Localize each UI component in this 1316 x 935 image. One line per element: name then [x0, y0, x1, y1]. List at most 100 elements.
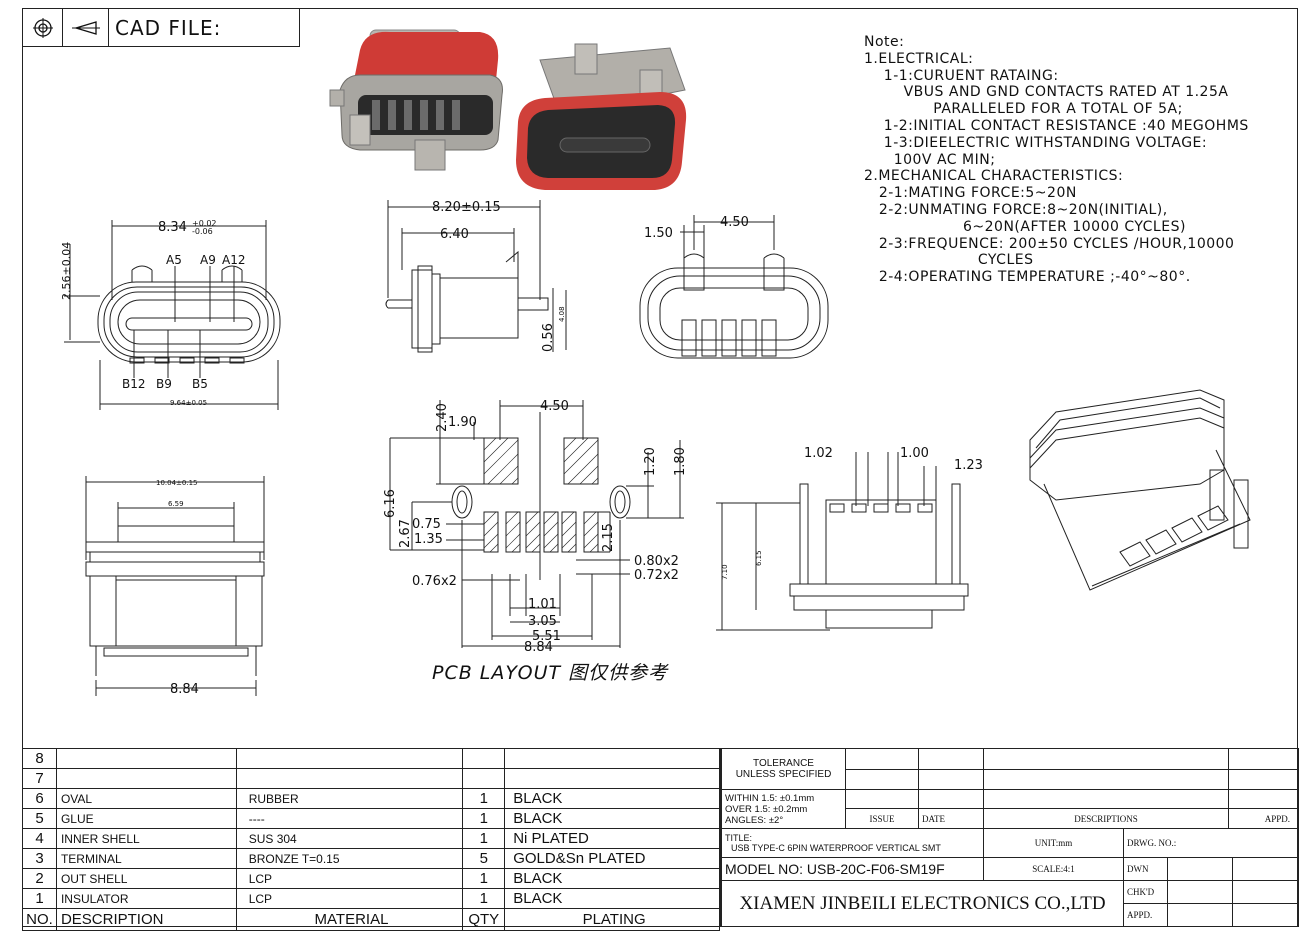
- product-photo-rear-view: [329, 29, 503, 171]
- crosshair-icon: [32, 17, 53, 38]
- notes-line: 1-3:DIEELECTRIC WITHSTANDING VOLTAGE:: [864, 134, 1208, 151]
- notes-line: Note:: [864, 34, 905, 50]
- descriptions-label: DESCRIPTIONS: [983, 808, 1229, 829]
- dim-rv-123: 1.23: [954, 458, 983, 473]
- dwn-label: DWN: [1123, 857, 1168, 881]
- pin-label-b9: B9: [156, 377, 172, 391]
- notes-line: VBUS AND GND CONTACTS RATED AT 1.25A: [864, 84, 1229, 101]
- crosshair-symbol-cell: [23, 9, 63, 46]
- table-row: 3 TERMINAL BRONZE T=0.15 5 GOLD&Sn PLATE…: [22, 848, 720, 869]
- dim-pcb-080x2: 0.80x2: [634, 554, 679, 569]
- dim-pcb-215: 2.15: [601, 523, 616, 552]
- notes-line: 2-1:MATING FORCE:5~20N: [864, 185, 1077, 202]
- blank-cell: [845, 748, 919, 770]
- notes-line: 2-2:UNMATING FORCE:8~20N(INITIAL),: [864, 201, 1168, 218]
- notes-line: 1-1:CURUENT RATAING:: [864, 67, 1059, 84]
- blank-cell: [983, 789, 1229, 809]
- blank-cell: [983, 748, 1229, 770]
- dim-top-150: 1.50: [644, 226, 673, 241]
- third-angle-projection-icon: [71, 20, 100, 35]
- blank-cell: [845, 789, 919, 809]
- blank-cell: [983, 769, 1229, 790]
- dim-pcb-450: 4.50: [540, 399, 569, 414]
- notes-block: Note: 1.ELECTRICAL: 1-1:CURUENT RATAING:…: [864, 34, 1249, 286]
- company-name: XIAMEN JINBEILI ELECTRONICS CO.,LTD: [721, 880, 1124, 927]
- date-label: DATE: [918, 808, 984, 829]
- dim-pcb-072x2: 0.72x2: [634, 568, 679, 583]
- dim-front-tol-dn: -0.06: [192, 227, 213, 236]
- dim-rv-710: 7.10: [721, 564, 729, 580]
- right-view: [716, 452, 969, 631]
- blank-cell: [918, 789, 984, 809]
- dim-bv-659: 6.59: [168, 500, 184, 508]
- isometric-view: [1029, 389, 1251, 591]
- table-row: 7: [22, 768, 720, 789]
- dim-side-total: 8.20±0.15: [432, 200, 501, 215]
- blank-cell: [1167, 857, 1233, 881]
- pin-label-a12: A12: [222, 253, 245, 267]
- technical-drawing: 8.34 +0.02 -0.06 2.56±0.04 A5 A9 A12 B12…: [60, 200, 1251, 697]
- dim-pcb-267: 2.67: [398, 519, 413, 548]
- dim-bv-884: 8.84: [170, 682, 199, 697]
- notes-line: 1-2:INITIAL CONTACT RESISTANCE :40 MEGOH…: [864, 117, 1249, 134]
- drawing-number-cell: DRWG. NO.:: [1123, 828, 1299, 858]
- top-view: [639, 215, 829, 359]
- cad-title-box: CAD FILE:: [22, 8, 300, 47]
- blank-cell: [1228, 789, 1299, 809]
- pin-label-a5: A5: [166, 253, 182, 267]
- dim-pcb-180: 1.80: [673, 447, 688, 476]
- tolerance-values: WITHIN 1.5: ±0.1mm OVER 1.5: ±0.2mm ANGL…: [721, 789, 846, 829]
- notes-line: 2.MECHANICAL CHARACTERISTICS:: [864, 168, 1124, 185]
- cad-file-label: CAD FILE:: [115, 16, 222, 40]
- dim-front-width: 8.34: [158, 220, 187, 235]
- dim-pcb-135: 1.35: [414, 532, 443, 547]
- projection-symbol-cell: [63, 9, 109, 46]
- product-photo: [329, 29, 687, 190]
- blank-cell: [1167, 880, 1233, 904]
- scale-cell: SCALE:4:1: [983, 857, 1124, 881]
- dim-side-inner: 6.40: [440, 227, 469, 242]
- notes-line: 2-3:FREQUENCE: 200±50 CYCLES /HOUR,10000: [864, 235, 1235, 252]
- product-photo-front-view: [516, 43, 687, 190]
- table-header-row: NO. DESCRIPTION MATERIAL QTY PLATING: [22, 908, 720, 931]
- table-row: 5 GLUE ---- 1 BLACK: [22, 808, 720, 829]
- dim-front-bottom: 9.64±0.05: [170, 399, 207, 407]
- notes-line: 100V AC MIN;: [864, 151, 996, 168]
- dim-rv-102: 1.02: [804, 446, 833, 461]
- dim-pcb-075: 0.75: [412, 517, 441, 532]
- title-block: TOLERANCE UNLESS SPECIFIED WITHIN 1.5: ±…: [720, 748, 1299, 927]
- pin-label-a9: A9: [200, 253, 216, 267]
- dim-rv-100: 1.00: [900, 446, 929, 461]
- issue-label: ISSUE: [845, 808, 919, 829]
- notes-line: 2-4:OPERATING TEMPERATURE ;-40°~80°.: [864, 269, 1191, 286]
- blank-cell: [1232, 857, 1299, 881]
- pin-label-b12: B12: [122, 377, 146, 391]
- notes-line: 1.ELECTRICAL:: [864, 50, 974, 67]
- notes-line: CYCLES: [864, 252, 1034, 269]
- tolerance-header: TOLERANCE UNLESS SPECIFIED: [721, 748, 846, 790]
- blank-cell: [1228, 769, 1299, 790]
- title-cell: TITLE: USB TYPE-C 6PIN WATERPROOF VERTIC…: [721, 828, 984, 858]
- dim-bv-width: 10.04±0.15: [156, 479, 198, 487]
- dim-pcb-616: 6.16: [383, 489, 398, 518]
- appd-label: APPD.: [1228, 808, 1299, 829]
- dim-side-408: 4.08: [558, 306, 566, 322]
- pin-label-b5: B5: [192, 377, 208, 391]
- dim-front-tol-up: +0.02: [192, 219, 217, 228]
- blank-cell: [1228, 748, 1299, 770]
- pcb-layout-caption: PCB LAYOUT 图仅供参考: [432, 662, 669, 684]
- dim-front-height: 2.56±0.04: [60, 242, 73, 300]
- dim-pcb-190: 1.90: [448, 415, 477, 430]
- blank-cell: [918, 748, 984, 770]
- table-row: 6 OVAL RUBBER 1 BLACK: [22, 788, 720, 809]
- chkd-label: CHK'D: [1123, 880, 1168, 904]
- pcb-layout: [389, 400, 684, 648]
- blank-cell: [918, 769, 984, 790]
- dim-top-450: 4.50: [720, 215, 749, 230]
- dim-side-056: 0.56: [541, 323, 556, 352]
- dim-rv-615: 6.15: [755, 550, 763, 566]
- dim-pcb-076x2: 0.76x2: [412, 574, 457, 589]
- unit-cell: UNIT:mm: [983, 828, 1124, 858]
- notes-line: PARALLELED FOR A TOTAL OF 5A;: [864, 101, 1183, 118]
- bill-of-materials: 8 7 6 OVAL RUBBER 1 BLACK 5 GLUE ---- 1 …: [22, 748, 720, 931]
